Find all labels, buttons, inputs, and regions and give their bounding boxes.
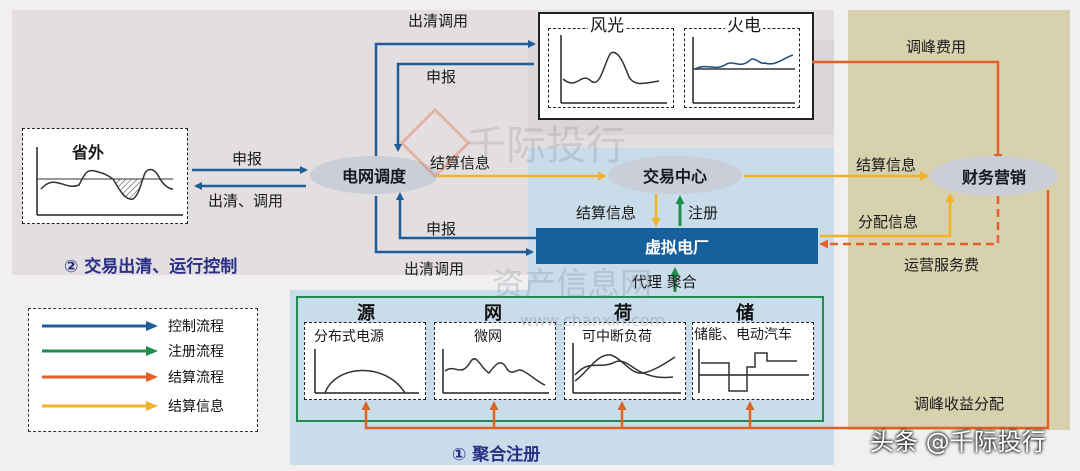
wind-solar-chart (548, 28, 674, 108)
section-control-label: ② 交易出清、运行控制 (64, 257, 238, 277)
section-aggregate-label: ① 聚合注册 (452, 445, 541, 465)
resource-header-storage: 储 (736, 303, 754, 324)
legend-label-settle: 结算流程 (168, 370, 224, 386)
label-declare-top: 申报 (426, 68, 457, 86)
section-benefit-label: 调峰收益分配 (914, 395, 1005, 413)
legend-label-info: 结算信息 (168, 399, 224, 415)
resource-label-interruptible: 可中断负荷 (582, 329, 652, 345)
node-finance: 财务营销 (930, 156, 1058, 196)
legend-item-register: 注册流程 (40, 341, 224, 361)
label-settle-info-mid: 结算信息 (430, 154, 491, 172)
watermark-text-1: 千际投行 (466, 123, 626, 169)
legend-item-info: 结算信息 (40, 396, 224, 416)
legend-label-register: 注册流程 (168, 344, 224, 360)
arrow-declare-vpp (396, 192, 536, 240)
arrow-peak-fee (812, 60, 1003, 163)
label-declare-left: 申报 (232, 150, 263, 168)
resource-label-microgrid: 微网 (474, 329, 502, 345)
resource-label-storage: 储能、电动汽车 (694, 327, 792, 343)
arrow-benefit-distribution (361, 190, 1050, 430)
node-grid-dispatch: 电网调度 (310, 156, 438, 194)
node-virtual-power-plant: 虚拟电厂 (536, 228, 818, 264)
province-title: 省外 (72, 143, 105, 162)
resource-label-distributed: 分布式电源 (314, 329, 384, 345)
legend-box (28, 308, 258, 432)
watermark-text-3: www.chanxin.com (520, 311, 666, 330)
resource-header-load: 荷 (614, 303, 632, 324)
label-agent-aggregate: 代理 聚合 (632, 273, 697, 291)
node-trading-center: 交易中心 (608, 156, 742, 194)
arrow-clear-dispatch-vpp (374, 196, 534, 256)
legend-item-settle: 结算流程 (40, 367, 224, 387)
footer-credit: 头条 @千际投行 (870, 428, 1046, 456)
arrow-alloc-info (820, 193, 955, 238)
thermal-chart (684, 28, 800, 108)
arrow-declare-top (394, 62, 534, 152)
resource-header-source: 源 (357, 303, 375, 324)
resource-header-grid: 网 (484, 303, 502, 324)
legend-label-control: 控制流程 (168, 319, 224, 335)
label-clear-dispatch-vpp: 出清调用 (404, 260, 465, 278)
finance-region (848, 10, 1070, 430)
label-settle-info-vpp: 结算信息 (576, 204, 637, 222)
province-panel (22, 128, 188, 224)
label-peak-fee: 调峰费用 (906, 38, 967, 56)
label-clear-dispatch-top: 出清调用 (408, 12, 469, 30)
label-declare-vpp: 申报 (426, 220, 457, 238)
thermal-label: 火电 (725, 16, 763, 36)
label-clear-dispatch-left: 出清、调用 (208, 192, 284, 210)
arrow-ops-service-fee (819, 196, 1000, 249)
label-register: 注册 (688, 204, 719, 222)
watermark-text-2: 资产信息网 (492, 265, 653, 303)
resource-group (296, 296, 824, 422)
label-alloc-info: 分配信息 (858, 213, 919, 231)
wind-solar-label: 风光 (588, 16, 626, 36)
label-settle-info-finance: 结算信息 (856, 156, 917, 174)
legend-item-control: 控制流程 (40, 316, 224, 336)
label-ops-service-fee: 运营服务费 (904, 256, 980, 274)
arrow-clear-dispatch-top (374, 40, 536, 160)
